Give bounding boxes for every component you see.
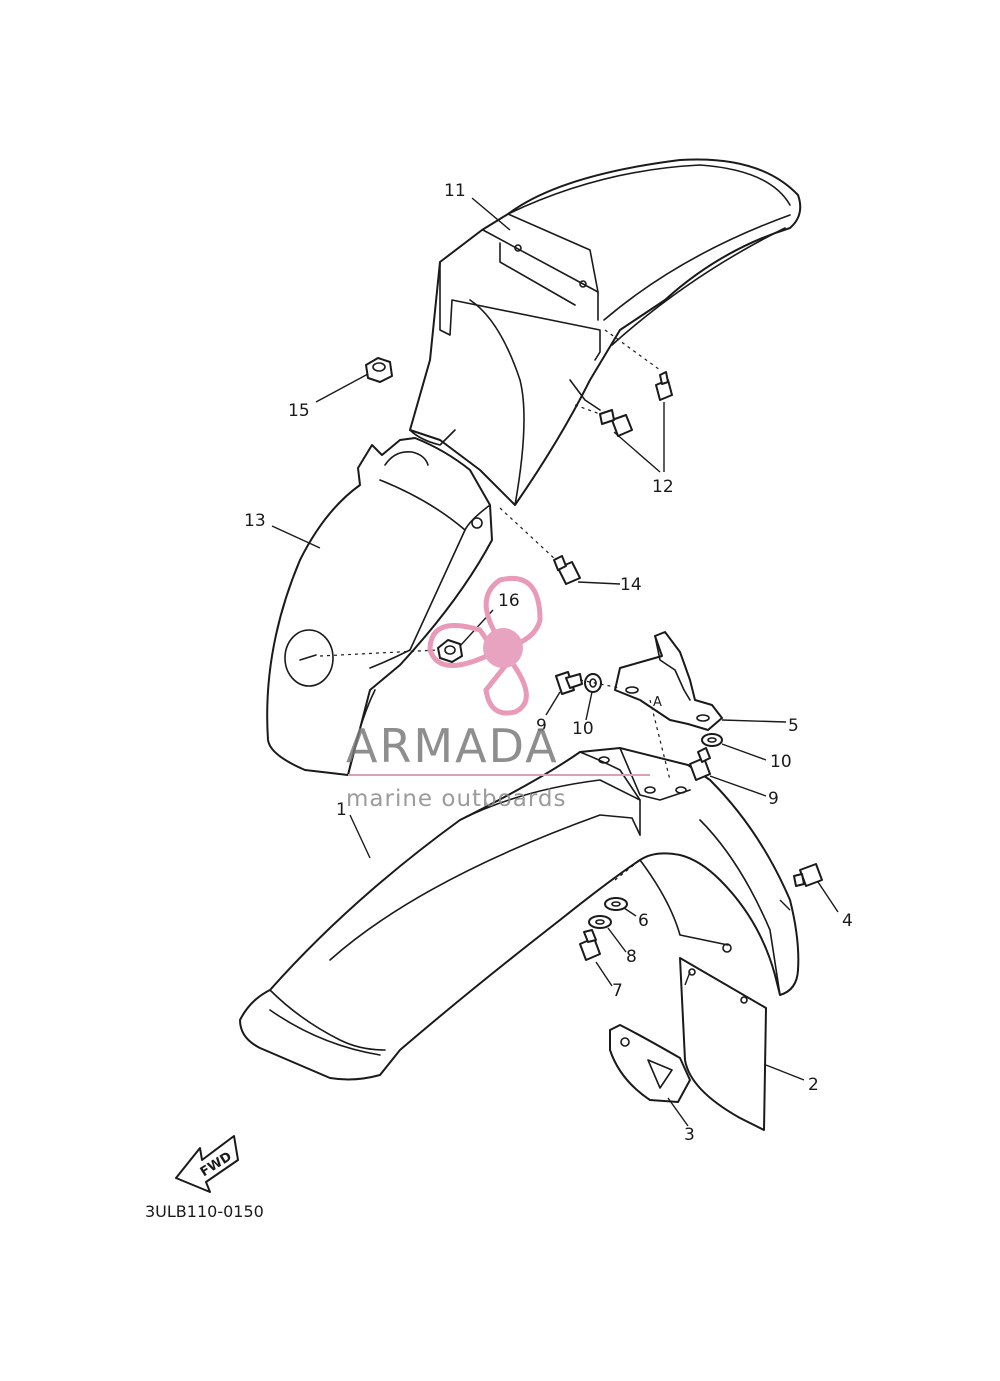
nut-part-15	[365, 357, 393, 383]
rear-fender-part-11	[409, 158, 802, 506]
callout-5: 5	[788, 716, 799, 736]
bracket-mark-a: A	[653, 695, 662, 710]
callout-10b: 10	[770, 752, 792, 772]
bolt-part-12	[599, 371, 673, 437]
washer-part-6	[604, 897, 628, 911]
number-plate-part-2	[679, 957, 767, 1131]
callout-14: 14	[620, 575, 642, 595]
callout-11: 11	[444, 181, 466, 201]
bolt-part-9a	[555, 671, 583, 695]
callout-3: 3	[684, 1125, 695, 1145]
callout-7: 7	[612, 981, 623, 1001]
fender-cover-part-13	[266, 437, 493, 776]
bolt-part-14	[553, 555, 581, 585]
bolt-part-9b	[689, 747, 711, 781]
leader-lines	[271, 197, 839, 1127]
front-fender-part-1	[239, 747, 800, 1081]
diagram-code: 3ULB110-0150	[145, 1202, 264, 1221]
callout-15: 15	[288, 401, 310, 421]
callout-2: 2	[808, 1075, 819, 1095]
hardware	[365, 357, 823, 961]
callout-9b: 9	[768, 789, 779, 809]
callout-8: 8	[626, 947, 637, 967]
fwd-arrow-icon: FWD	[175, 1135, 239, 1193]
callout-16: 16	[498, 591, 520, 611]
washer-part-10a	[584, 673, 602, 693]
callout-9a: 9	[536, 716, 547, 736]
callout-1: 1	[336, 800, 347, 820]
propeller-logo-icon	[427, 576, 543, 716]
stud-part-16	[437, 639, 463, 663]
washer-part-10b	[701, 733, 723, 747]
watermark-subtitle: marine outboards	[346, 786, 566, 812]
callout-10a: 10	[572, 719, 594, 739]
callout-13: 13	[244, 511, 266, 531]
bolt-part-4	[793, 863, 823, 887]
callout-12: 12	[652, 477, 674, 497]
callout-4: 4	[842, 911, 853, 931]
assembly-lines	[319, 329, 671, 881]
washer-part-8	[588, 915, 612, 929]
stay-bracket-part-5	[614, 631, 723, 731]
callout-6: 6	[638, 911, 649, 931]
watermark: ARMADA marine outboards	[346, 576, 650, 812]
plate-bracket-part-3	[609, 1024, 691, 1103]
watermark-title: ARMADA	[346, 719, 559, 773]
bolt-part-7	[579, 929, 601, 961]
callout-labels: 11 15 12 13 14 16 9 10 5 10 9 1 4 6 8 7 …	[244, 181, 853, 1145]
